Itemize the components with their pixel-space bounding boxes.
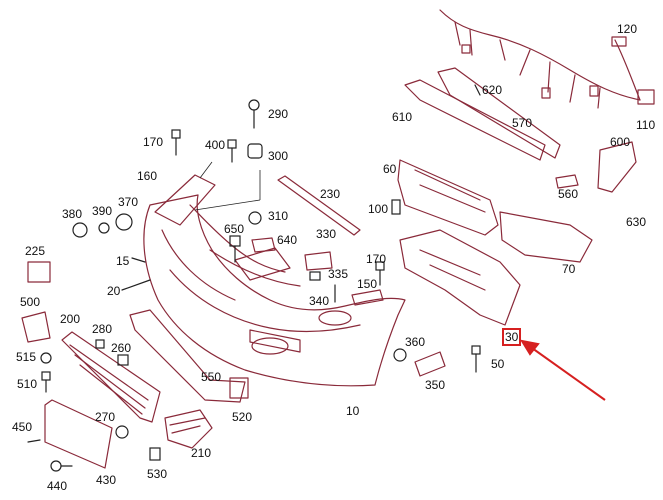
nut-260 (117, 354, 129, 366)
screw-400 (227, 139, 237, 163)
callout-15: 15 (116, 254, 130, 268)
callout-60: 60 (383, 162, 397, 176)
callout-640: 640 (277, 233, 298, 247)
callout-100: 100 (368, 202, 389, 216)
callout-570: 570 (512, 116, 533, 130)
grommet-370 (115, 213, 133, 231)
callout-280: 280 (92, 322, 113, 336)
callout-210: 210 (191, 446, 212, 460)
callout-500: 500 (20, 295, 41, 309)
clip-150 (351, 289, 384, 306)
callout-225: 225 (25, 244, 46, 258)
callout-150: 150 (357, 277, 378, 291)
grommet-390 (98, 222, 110, 234)
callout-160: 160 (137, 169, 158, 183)
callout-550: 550 (201, 370, 222, 384)
callout-30-highlighted: 30 (502, 328, 522, 346)
front-bumper-cover (143, 174, 406, 387)
callout-50: 50 (491, 357, 505, 371)
washer-515 (40, 352, 52, 364)
screw-450 (27, 439, 41, 443)
callout-340: 340 (309, 294, 330, 308)
callout-335: 335 (328, 267, 349, 281)
lower-grille (61, 331, 161, 423)
clip-620 (474, 84, 481, 96)
callout-520: 520 (232, 410, 253, 424)
lower-spoiler (129, 309, 246, 403)
callout-430: 430 (96, 473, 117, 487)
sleeve-300 (247, 143, 263, 159)
callout-370: 370 (118, 195, 139, 209)
callout-350: 350 (425, 378, 446, 392)
clip-335 (309, 271, 321, 281)
callout-515: 515 (16, 350, 37, 364)
highlight-arrow (519, 339, 606, 401)
fog-light-grille (164, 409, 213, 449)
screw-170 (171, 129, 181, 156)
clip-360 (393, 348, 407, 362)
callout-610: 610 (392, 110, 413, 124)
bracket-225 (27, 261, 51, 283)
callout-20: 20 (107, 284, 121, 298)
clip-15 (131, 257, 146, 263)
callout-620: 620 (482, 83, 503, 97)
callout-230: 230 (320, 187, 341, 201)
trim-strip (277, 175, 361, 236)
callout-200: 200 (60, 312, 81, 326)
callout-510: 510 (17, 377, 38, 391)
callout-600: 600 (610, 135, 631, 149)
clip-280 (95, 339, 105, 349)
callout-390: 390 (92, 204, 113, 218)
callout-440: 440 (47, 479, 68, 493)
bracket-330 (304, 251, 333, 271)
clip-100 (391, 199, 401, 215)
clip-560 (555, 174, 579, 189)
screw-290 (248, 99, 260, 129)
bracket-500 (21, 311, 51, 343)
reinforcement-strip (437, 67, 561, 159)
screw-510 (41, 371, 51, 393)
screw-440 (50, 460, 73, 472)
callout-330: 330 (316, 227, 337, 241)
license-plate-holder (44, 399, 113, 469)
wiring-harness (439, 9, 655, 109)
callout-300: 300 (268, 149, 289, 163)
callout-310: 310 (268, 209, 289, 223)
callout-530: 530 (147, 467, 168, 481)
bumper-support-30 (399, 229, 521, 326)
callout-290: 290 (268, 107, 289, 121)
grommet-380 (72, 222, 88, 238)
clip-530 (149, 447, 161, 461)
callout-450: 450 (12, 420, 33, 434)
screw-20 (121, 279, 151, 291)
callout-650: 650 (224, 222, 245, 236)
screw-50 (471, 345, 481, 373)
grille-strip (404, 79, 546, 161)
callout-70: 70 (562, 262, 576, 276)
callout-260: 260 (111, 341, 132, 355)
callout-400: 400 (205, 138, 226, 152)
callout-360: 360 (405, 335, 426, 349)
callout-630: 630 (626, 215, 647, 229)
callout-110: 110 (636, 118, 656, 132)
fog-light-bracket-right (597, 141, 637, 193)
impact-absorber (397, 159, 499, 236)
callout-10: 10 (346, 404, 360, 418)
callout-380: 380 (62, 207, 83, 221)
callout-120: 120 (617, 22, 638, 36)
clip-270 (115, 425, 129, 439)
cover-640 (251, 237, 276, 253)
screw-170b (375, 261, 385, 286)
cover-350 (414, 351, 446, 377)
bolt-650 (229, 235, 241, 263)
bumper-bracket-right (499, 211, 593, 263)
callout-270: 270 (95, 410, 116, 424)
callout-170-top: 170 (143, 135, 164, 149)
callout-170-right: 170 (366, 252, 387, 266)
nut-310 (248, 211, 262, 225)
callout-560: 560 (558, 187, 579, 201)
